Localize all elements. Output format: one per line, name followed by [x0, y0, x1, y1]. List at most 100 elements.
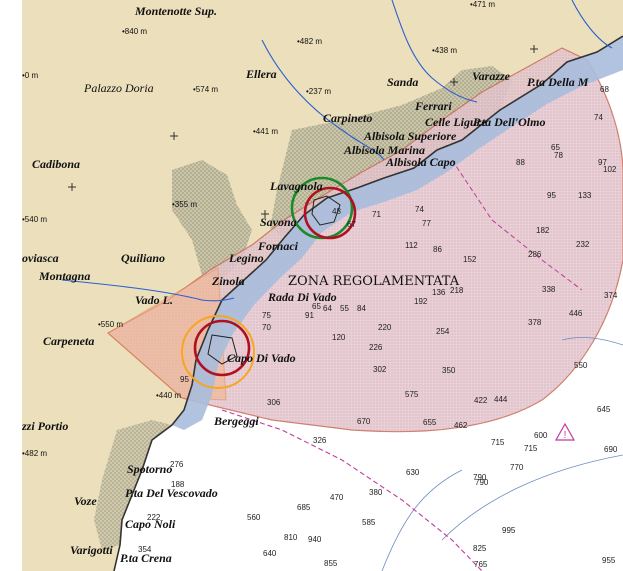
depth-sounding: 102 [603, 165, 617, 174]
river-2 [261, 39, 385, 161]
depth-sounding: 640 [263, 549, 277, 558]
depth-sounding: 78 [554, 151, 563, 160]
place-capo-vado: Capo Di Vado [227, 351, 296, 365]
depth-sounding: 338 [542, 285, 556, 294]
depth-sounding: 995 [502, 526, 516, 535]
depth-sounding: 600 [534, 431, 548, 440]
regulated-zone [106, 47, 623, 433]
restricted-boundary-2 [451, 159, 583, 291]
place-vado: Vado L. [135, 293, 173, 307]
elevation-label: •471 m [470, 0, 495, 9]
depth-sounding: 75 [262, 311, 271, 320]
depth-sounding: 374 [604, 291, 618, 300]
map-svg: ! ZONA REGOLAMENTATA Montenotte Sup.Pala… [22, 0, 623, 571]
place-sanda: Sanda [387, 75, 418, 89]
place-voze: Voze [74, 494, 97, 508]
place-capo-noli: Capo Noli [125, 517, 176, 531]
depth-sounding: 95 [547, 191, 556, 200]
depth-sounding: 65 [312, 302, 321, 311]
elevation-label: •0 m [22, 71, 38, 80]
depth-sounding: 790 [473, 473, 487, 482]
depth-sounding: 220 [378, 323, 392, 332]
depth-sounding: 715 [491, 438, 505, 447]
depth-sounding: 685 [297, 503, 311, 512]
depth-sounding: 74 [594, 113, 603, 122]
depth-sounding: 77 [422, 219, 431, 228]
place-legino: Legino [228, 251, 264, 265]
depth-sounding: 550 [574, 361, 588, 370]
depth-sounding: 91 [305, 311, 314, 320]
place-carpineto: Carpineto [323, 111, 372, 125]
place-roviasca: oviasca [22, 251, 59, 265]
depth-sounding: 560 [247, 513, 261, 522]
elevation-label: •550 m [98, 320, 123, 329]
depth-sounding: 940 [308, 535, 322, 544]
depth-sounding: 630 [406, 468, 420, 477]
depth-sounding: 68 [600, 85, 609, 94]
place-montagna: Montagna [38, 269, 90, 283]
depth-sounding: 152 [463, 255, 477, 264]
depth-sounding: 645 [597, 405, 611, 414]
depth-sounding: 690 [604, 445, 618, 454]
river-4 [571, 0, 613, 49]
place-fornaci: Fornaci [257, 239, 299, 253]
depth-sounding: 65 [551, 143, 560, 152]
depth-sounding: 232 [576, 240, 590, 249]
depth-sounding: 222 [147, 513, 161, 522]
depth-sounding: 350 [442, 366, 456, 375]
depth-sounding: 955 [602, 556, 616, 565]
place-zinola: Zinola [211, 274, 245, 288]
place-pta-della: P.ta Della M [527, 75, 589, 89]
depth-sounding: 825 [473, 544, 487, 553]
depth-sounding: 254 [436, 327, 450, 336]
river-1 [391, 0, 478, 103]
elevation-label: •441 m [253, 127, 278, 136]
depth-sounding: 855 [324, 559, 338, 568]
elevation-label: •355 m [172, 200, 197, 209]
place-spotorno: Spotorno [127, 462, 172, 476]
depth-sounding: 95 [180, 375, 189, 384]
place-pta-vescovado: P.ta Del Vescovado [125, 486, 218, 500]
place-albisola-mar: Albisola Marina [343, 143, 425, 157]
depth-sounding: 70 [262, 323, 271, 332]
port-vado [207, 334, 238, 365]
depth-contour-2 [441, 454, 623, 541]
orange-circle-vado [181, 315, 255, 389]
depth-contour-3 [381, 469, 463, 571]
place-montenotte: Montenotte Sup. [134, 4, 217, 18]
depth-sounding: 120 [332, 333, 346, 342]
place-carpeneta: Carpeneta [43, 334, 94, 348]
depth-sounding: 378 [528, 318, 542, 327]
elevation-label: •840 m [122, 27, 147, 36]
depth-sounding: 790 [475, 478, 489, 487]
depth-sounding: 380 [369, 488, 383, 497]
place-bergeggi: Bergeggi [213, 414, 259, 428]
elevation-label: •540 m [22, 215, 47, 224]
wooded-area-3 [94, 420, 172, 550]
depth-sounding: 770 [510, 463, 524, 472]
depth-contour-1 [561, 337, 623, 346]
place-varigotti: Varigotti [70, 543, 113, 557]
place-quiliano: Quiliano [121, 251, 165, 265]
place-varazze: Varazze [472, 69, 511, 83]
depth-sounding: 670 [357, 417, 371, 426]
depth-sounding: 286 [528, 250, 542, 259]
depth-sounding: 67 [347, 220, 356, 229]
depth-sounding: 218 [450, 286, 464, 295]
depth-sounding: 192 [414, 297, 428, 306]
place-lavagnola: Lavagnola [269, 179, 323, 193]
place-palazzo-doria: Palazzo Doria [83, 81, 154, 95]
depth-sounding: 86 [433, 245, 442, 254]
wooded-area-2 [172, 160, 252, 280]
depth-sounding: 84 [357, 304, 366, 313]
depth-sounding: 575 [405, 390, 419, 399]
depth-sounding: 226 [369, 343, 383, 352]
depth-sounding: 136 [432, 288, 446, 297]
depth-sounding: 470 [330, 493, 344, 502]
cross-icon [68, 45, 538, 218]
depth-sounding: 88 [516, 158, 525, 167]
elevation-label: •237 m [306, 87, 331, 96]
place-portio: zzi Portio [22, 419, 68, 433]
red-circle-vado [193, 319, 251, 377]
